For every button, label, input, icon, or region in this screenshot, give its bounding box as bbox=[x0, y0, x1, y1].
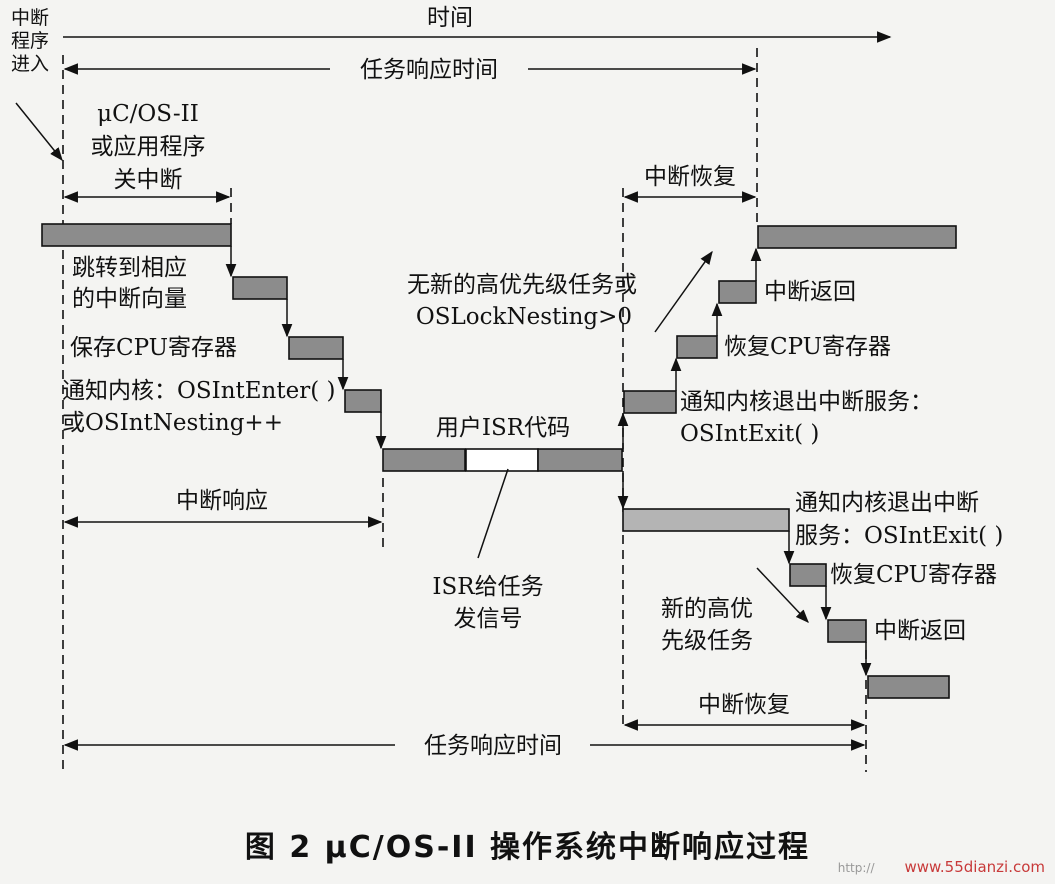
isr-signal-1: ISR给任务 bbox=[432, 574, 543, 600]
task-bar-before bbox=[41, 223, 232, 247]
notify-enter-bar bbox=[344, 389, 382, 413]
interrupt-response: 中断响应 bbox=[176, 488, 268, 514]
restore-b: 恢复CPU寄存器 bbox=[830, 562, 997, 588]
new-task-bar bbox=[867, 675, 950, 699]
isr-entry-1: 中断 bbox=[11, 7, 49, 29]
recovery-bottom: 中断恢复 bbox=[698, 692, 790, 718]
save-cpu: 保存CPU寄存器 bbox=[70, 335, 237, 361]
exit-b-1: 通知内核退出中断 bbox=[795, 490, 979, 516]
restore-a-bar bbox=[676, 335, 718, 359]
exit-b-bar bbox=[622, 508, 790, 532]
return-b: 中断返回 bbox=[874, 618, 966, 644]
dimension-arrows bbox=[63, 31, 892, 751]
notify-enter-1: 通知内核：OSIntEnter( ) bbox=[62, 378, 335, 404]
os-disable-2: 或应用程序 bbox=[91, 134, 206, 160]
restore-a: 恢复CPU寄存器 bbox=[724, 334, 891, 360]
labels: 时间 中断 程序 进入 任务响应时间 μC/OS-II 或应用程序 关中断 中断… bbox=[11, 5, 1003, 759]
isr-bar-right bbox=[537, 448, 623, 472]
isr-entry-2: 程序 bbox=[11, 30, 49, 52]
watermark-prefix: http:// bbox=[837, 861, 875, 875]
isr-signal-2: 发信号 bbox=[454, 606, 523, 632]
no-new-task-1: 无新的高优先级任务或 bbox=[407, 272, 637, 298]
no-new-task-2: OSLockNesting>0 bbox=[416, 304, 632, 330]
return-b-bar bbox=[827, 619, 867, 643]
watermark-site: www.55dianzi.com bbox=[904, 858, 1045, 876]
transition-arrows bbox=[15, 102, 872, 677]
new-task-2: 先级任务 bbox=[661, 628, 753, 654]
exit-a-2: OSIntExit( ) bbox=[680, 421, 819, 447]
isr-bar-left bbox=[382, 448, 466, 472]
recovery-top: 中断恢复 bbox=[644, 164, 736, 190]
watermark: http:// www.55dianzi.com bbox=[838, 858, 1045, 876]
isr-entry-3: 进入 bbox=[11, 53, 49, 75]
exit-b-2: 服务：OSIntExit( ) bbox=[795, 523, 1003, 549]
os-disable-1: μC/OS-II bbox=[97, 101, 199, 127]
figure-caption: 图 2 μC/OS-II 操作系统中断响应过程 bbox=[244, 830, 811, 865]
task-response-bottom: 任务响应时间 bbox=[424, 733, 562, 759]
bars bbox=[41, 223, 957, 699]
restore-b-bar bbox=[789, 563, 827, 587]
task-response-top: 任务响应时间 bbox=[360, 57, 498, 83]
jump-vector-bar bbox=[232, 276, 288, 300]
return-a-bar bbox=[718, 280, 757, 304]
time-label: 时间 bbox=[427, 5, 473, 31]
user-isr: 用户ISR代码 bbox=[436, 415, 570, 441]
isr-bar-signal bbox=[465, 448, 539, 472]
notify-enter-2: 或OSIntNesting++ bbox=[62, 410, 283, 436]
return-a: 中断返回 bbox=[764, 279, 856, 305]
save-cpu-bar bbox=[288, 336, 344, 360]
exit-a-1: 通知内核退出中断服务： bbox=[680, 389, 933, 415]
task-bar-after bbox=[757, 225, 957, 249]
exit-a-bar bbox=[623, 390, 677, 414]
jump-vector-2: 的中断向量 bbox=[72, 286, 187, 312]
jump-vector-1: 跳转到相应 bbox=[72, 255, 187, 281]
new-task-1: 新的高优 bbox=[661, 596, 753, 622]
os-disable-3: 关中断 bbox=[114, 167, 183, 193]
